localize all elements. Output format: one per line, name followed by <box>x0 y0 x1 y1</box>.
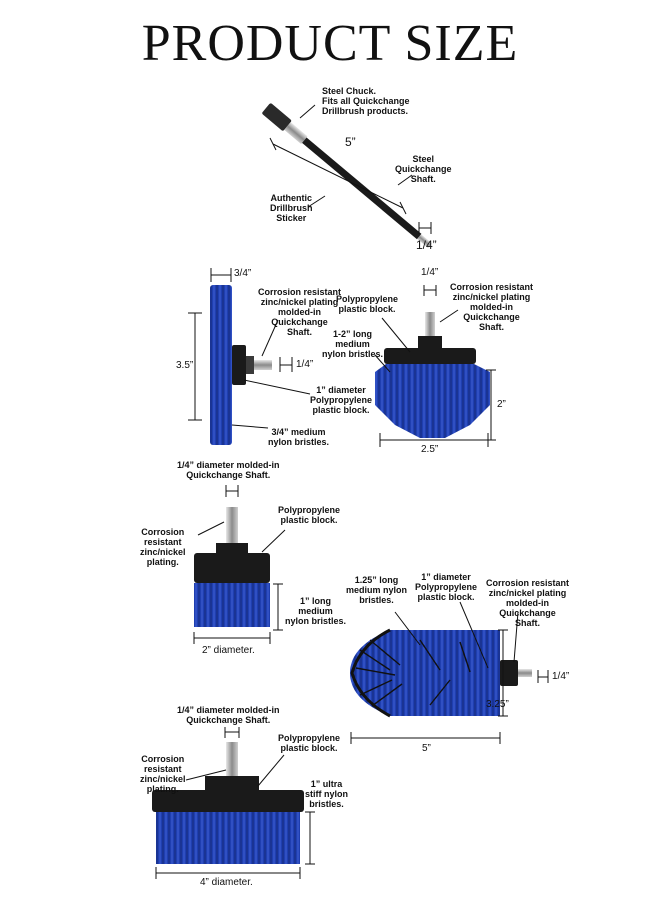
round-length-label: 5” <box>422 743 431 754</box>
medium-diameter-label: 2” diameter. <box>202 645 255 656</box>
cone-width-label: 2.5” <box>421 444 439 455</box>
shaft-dimension-lines <box>269 104 432 234</box>
large-brush <box>152 742 304 864</box>
flat-brush-dimension-lines <box>188 268 311 429</box>
large-brush-dimension-lines <box>155 727 315 879</box>
cone-height-label: 2” <box>497 399 506 410</box>
round-height-label: 3.25” <box>486 699 509 710</box>
medium-brush-dimension-lines <box>193 485 286 644</box>
round-brush-dimension-lines <box>350 601 549 744</box>
round-brush <box>350 628 532 718</box>
flat-brush <box>210 285 272 445</box>
shaft-length-label: 5” <box>345 135 356 149</box>
flat-shaft-dim-label: 1/4” <box>296 359 314 370</box>
large-diameter-label: 4” diameter. <box>200 877 253 888</box>
cone-brush <box>375 312 490 438</box>
shaft-diameter-label: 1/4” <box>416 238 437 252</box>
medium-brush <box>194 507 270 627</box>
flat-width-label: 3/4” <box>234 268 252 279</box>
cone-brush-dimension-lines <box>374 285 496 447</box>
flat-height-label: 3.5” <box>176 360 194 371</box>
page-title: PRODUCT SIZE <box>141 15 519 72</box>
round-shaft-dim-label: 1/4” <box>552 671 570 682</box>
quickchange-shaft <box>262 103 432 248</box>
cone-shaft-dim-label: 1/4” <box>421 267 439 278</box>
